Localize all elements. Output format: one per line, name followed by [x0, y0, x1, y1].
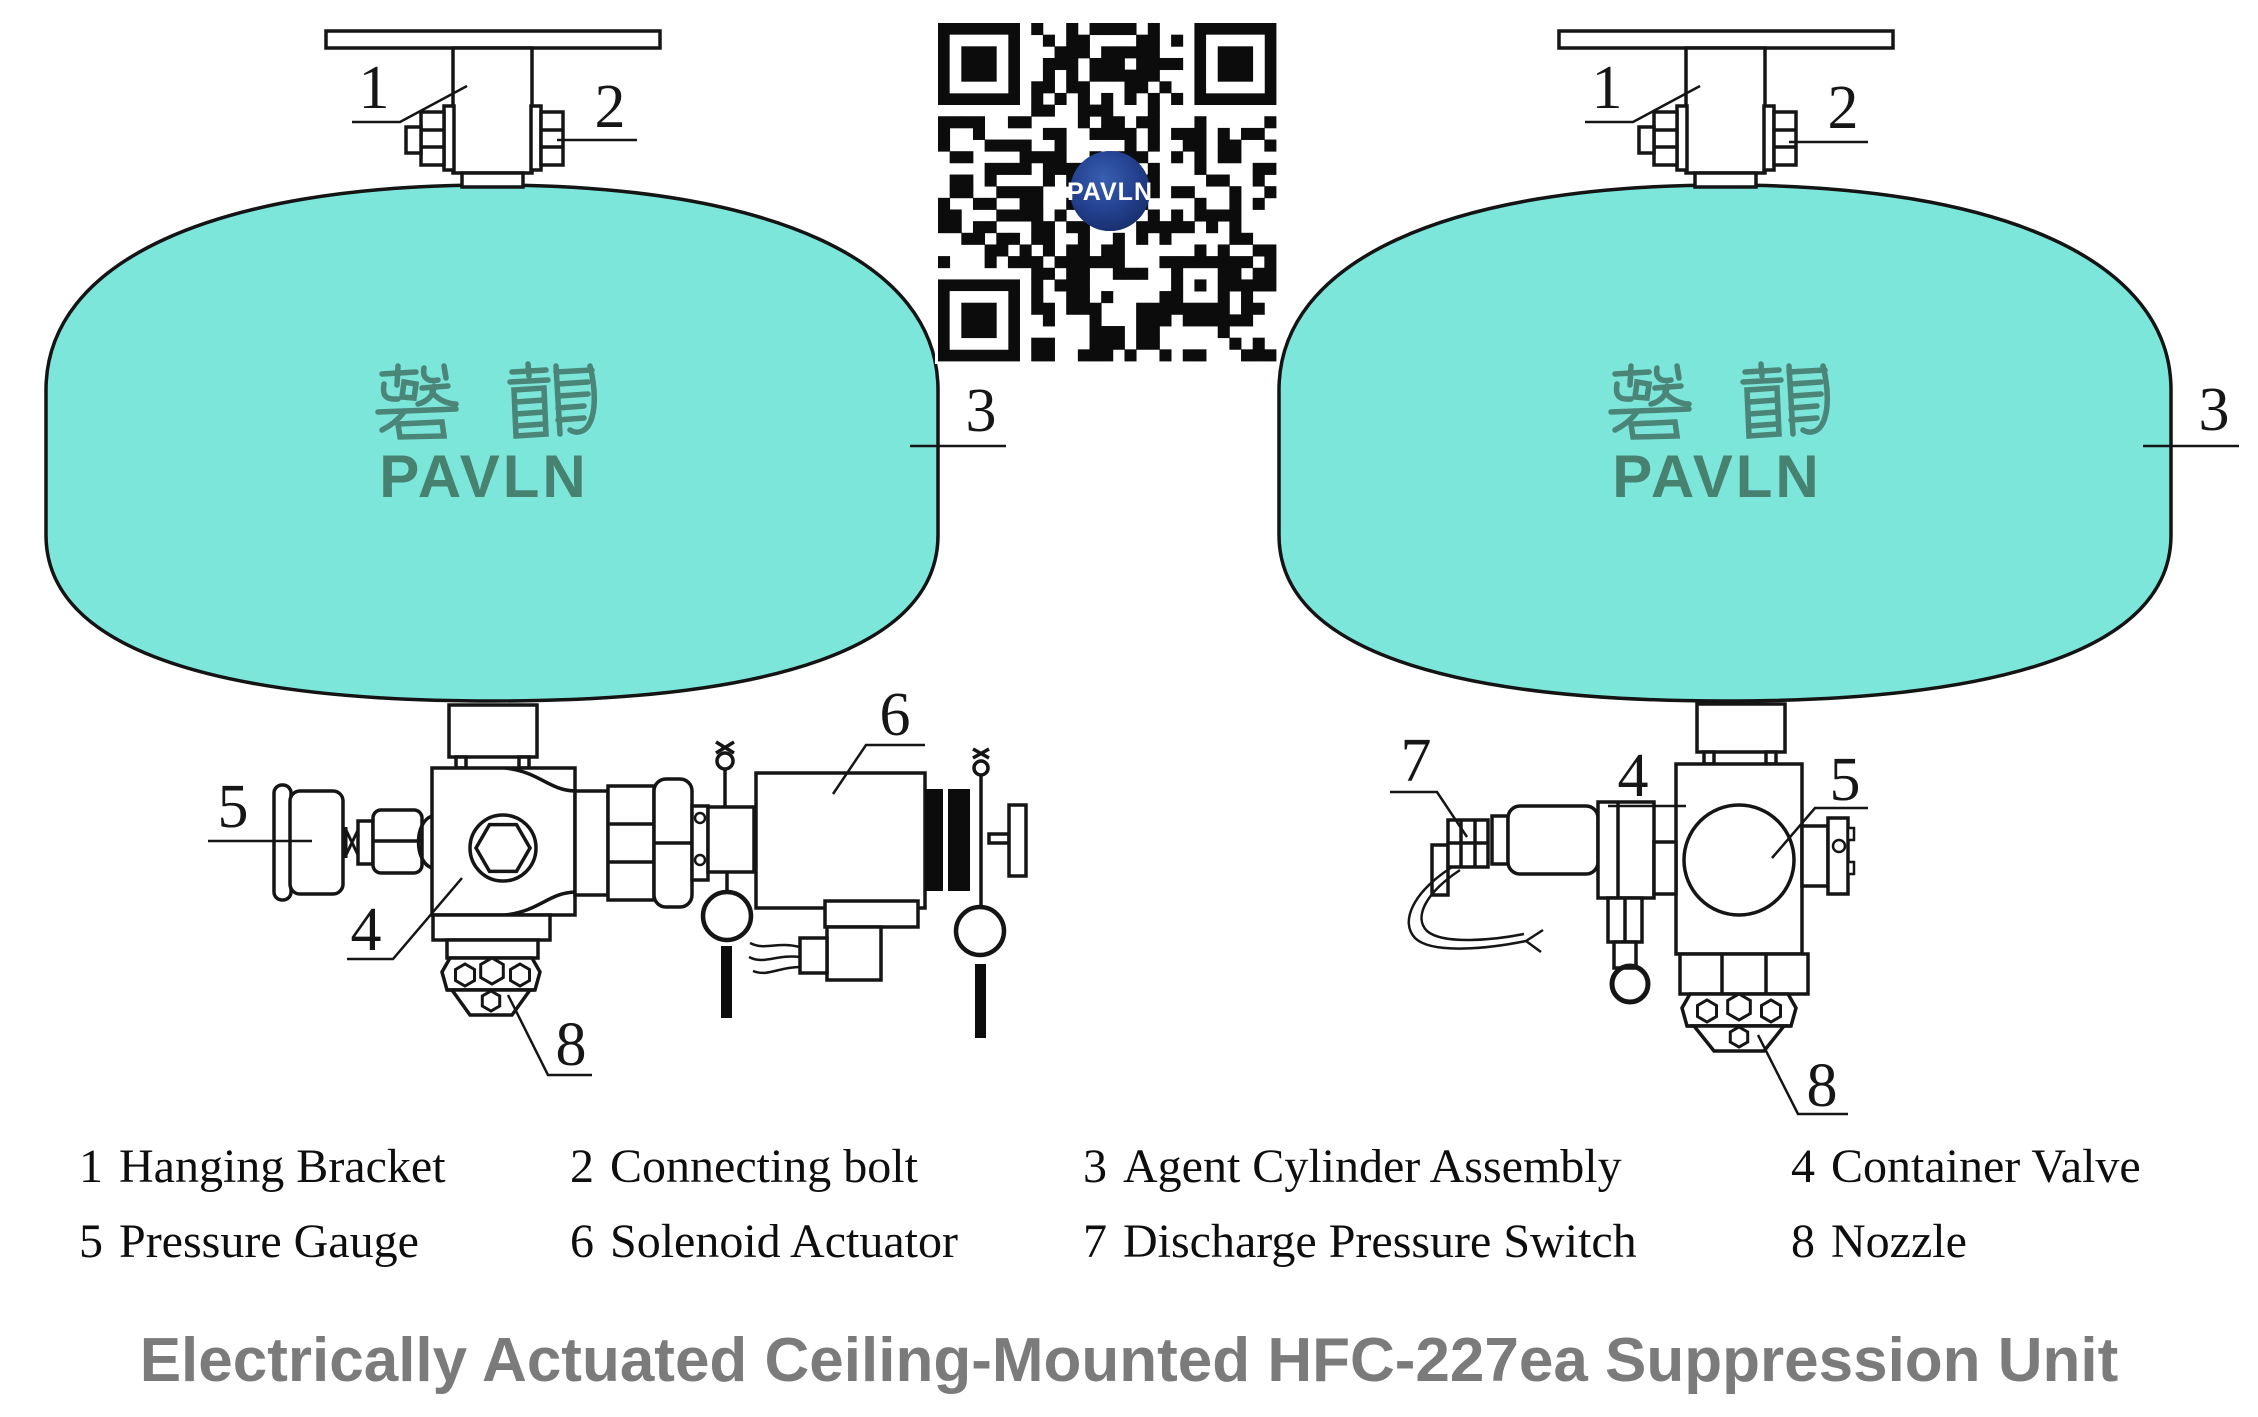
left-safety-pin-2	[953, 747, 1028, 1038]
legend-item-5: 5 Pressure Gauge	[79, 1215, 419, 1268]
left-valve-outlet-coupling	[573, 777, 756, 909]
left-pressure-gauge	[272, 783, 433, 902]
callout-3-left: 3	[965, 377, 997, 445]
legend-item-4: 4 Container Valve	[1791, 1140, 2141, 1193]
right-container-valve	[1674, 762, 1856, 956]
callout-1-right: 1	[1591, 54, 1623, 122]
right-discharge-pressure-switch	[1407, 800, 1678, 1005]
left-container-valve	[430, 766, 577, 917]
legend-label-1: Hanging Bracket	[119, 1140, 446, 1193]
leader-lines-left	[208, 84, 1006, 1077]
legend-num-7: 7	[1083, 1215, 1107, 1268]
legend-item-8: 8 Nozzle	[1791, 1215, 1967, 1268]
left-valve-collar	[447, 703, 539, 770]
left-unit	[44, 29, 1028, 1077]
callout-5-right: 5	[1829, 746, 1861, 814]
legend-num-3: 3	[1083, 1140, 1107, 1193]
legend-label-6: Solenoid Actuator	[610, 1215, 958, 1268]
callout-2-left: 2	[594, 73, 626, 141]
legend-item-7: 7 Discharge Pressure Switch	[1083, 1215, 1637, 1268]
right-valve-collar	[1695, 702, 1787, 766]
brand-latin-right: PAVLN	[1612, 443, 1822, 510]
legend-item-6: 6 Solenoid Actuator	[570, 1215, 958, 1268]
legend-item-1: 1 Hanging Bracket	[79, 1140, 446, 1193]
right-nozzle	[1678, 952, 1810, 1053]
left-nozzle	[431, 913, 552, 1017]
legend-item-3: 3 Agent Cylinder Assembly	[1083, 1140, 1622, 1193]
qr-code: PAVLN	[935, 20, 1279, 364]
callout-3-right: 3	[2198, 376, 2230, 444]
legend-num-5: 5	[79, 1215, 103, 1268]
page-title: Electrically Actuated Ceiling-Mounted HF…	[139, 1326, 2119, 1395]
legend-label-7: Discharge Pressure Switch	[1123, 1215, 1637, 1268]
callout-6-left: 6	[879, 681, 911, 749]
callout-1-left: 1	[358, 54, 390, 122]
left-safety-pin-1	[700, 740, 754, 1018]
switch-cable	[1407, 865, 1544, 954]
callout-4-right: 4	[1617, 742, 1649, 810]
legend-label-3: Agent Cylinder Assembly	[1123, 1140, 1622, 1193]
brand-latin-left: PAVLN	[379, 443, 589, 510]
callout-2-right: 2	[1827, 74, 1859, 142]
legend-label-2: Connecting bolt	[610, 1140, 918, 1193]
callout-7-right: 7	[1400, 727, 1432, 795]
callout-8-right: 8	[1806, 1052, 1838, 1120]
legend-num-8: 8	[1791, 1215, 1815, 1268]
legend-label-4: Container Valve	[1831, 1140, 2141, 1193]
callout-4-left: 4	[350, 896, 382, 964]
callout-8-left: 8	[555, 1011, 587, 1079]
leader-lines-right	[1390, 84, 2239, 1116]
right-unit	[1277, 29, 2239, 1116]
legend-num-2: 2	[570, 1140, 594, 1193]
legend-num-4: 4	[1791, 1140, 1815, 1193]
legend-label-5: Pressure Gauge	[119, 1215, 419, 1268]
callout-5-left: 5	[217, 773, 249, 841]
left-solenoid-actuator	[700, 740, 1028, 1038]
qr-logo-text: PAVLN	[1067, 178, 1153, 206]
legend-item-2: 2 Connecting bolt	[570, 1140, 918, 1193]
legend-label-8: Nozzle	[1831, 1215, 1967, 1268]
legend-num-1: 1	[79, 1140, 103, 1193]
legend-num-6: 6	[570, 1215, 594, 1268]
